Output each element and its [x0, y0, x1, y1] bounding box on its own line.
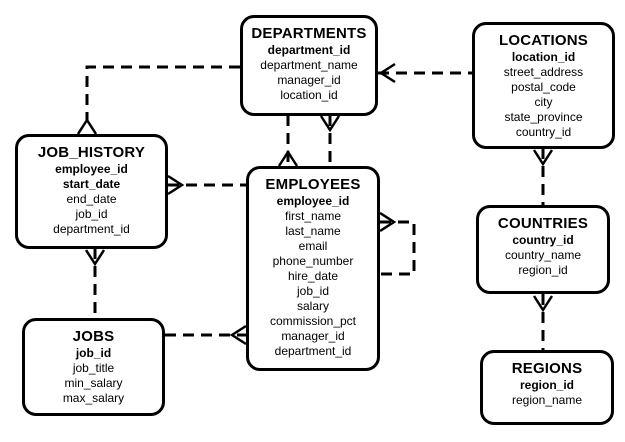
attribute: state_province — [504, 110, 583, 124]
attribute: first_name — [284, 209, 342, 223]
primary-key-attribute: department_id — [267, 43, 351, 57]
primary-key-attribute: employee_id — [276, 194, 350, 208]
primary-key-attribute: employee_id — [55, 162, 128, 176]
entity-title: EMPLOYEES — [265, 176, 361, 193]
crowsfoot-jobhistory-employees — [167, 174, 185, 196]
attribute: street_address — [503, 65, 584, 79]
crowsfoot-departments-jobhistory — [76, 117, 98, 135]
primary-key-attribute: job_id — [75, 346, 112, 360]
attribute: location_id — [280, 88, 338, 102]
attribute: max_salary — [62, 391, 125, 405]
primary-key-attribute: start_date — [62, 177, 121, 191]
crowsfoot-departments-employees-1 — [277, 149, 299, 167]
attribute: job_title — [72, 361, 115, 375]
attribute: end_date — [66, 192, 117, 206]
crowsfoot-jobs-employees — [229, 324, 247, 346]
entity-title: JOB_HISTORY — [37, 144, 146, 161]
rel-employees-self — [380, 220, 416, 276]
primary-key-attribute: region_id — [519, 378, 574, 392]
attribute: salary — [296, 299, 329, 313]
attribute: commission_pct — [269, 314, 357, 328]
primary-key-attribute: country_id — [512, 233, 574, 247]
attribute: region_name — [511, 393, 583, 407]
entity-title: DEPARTMENTS — [251, 25, 367, 42]
crowsfoot-employees-departments-2 — [319, 115, 341, 133]
crowsfoot-departments-locations — [378, 62, 396, 84]
crowsfoot-jobhistory-jobs — [84, 249, 106, 267]
attribute: department_name — [260, 58, 358, 72]
attribute: last_name — [285, 224, 341, 238]
entity-title: REGIONS — [511, 360, 583, 377]
crowsfoot-employees-self — [379, 211, 397, 233]
attribute: city — [534, 95, 553, 109]
attribute: job_id — [75, 207, 108, 221]
attribute: department_id — [274, 344, 352, 358]
attribute: country_id — [515, 125, 572, 139]
attribute: postal_code — [511, 80, 576, 94]
entity-title: JOBS — [72, 328, 115, 345]
attribute: min_salary — [64, 376, 123, 390]
attribute: region_id — [518, 263, 568, 277]
attribute: department_id — [53, 222, 130, 236]
entity-title: COUNTRIES — [497, 215, 589, 232]
entity-title: LOCATIONS — [498, 32, 589, 49]
crowsfoot-countries-regions — [532, 295, 554, 313]
rel-departments-jobhistory — [85, 65, 240, 120]
attribute: email — [298, 239, 328, 253]
attribute: manager_id — [277, 73, 341, 87]
attribute: job_id — [296, 284, 330, 298]
crowsfoot-locations-countries — [532, 149, 554, 167]
primary-key-attribute: location_id — [511, 50, 576, 64]
attribute: country_name — [504, 248, 582, 262]
attribute: phone_number — [272, 254, 354, 268]
attribute: manager_id — [281, 329, 345, 343]
attribute: hire_date — [287, 269, 339, 283]
